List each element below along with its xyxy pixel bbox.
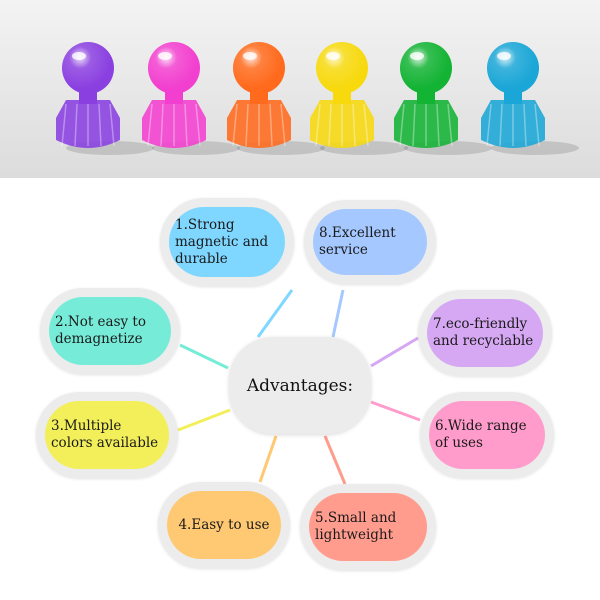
advantage-bubble-5: 5.Small and lightweight <box>300 484 436 570</box>
advantage-bubble-3: 3.Multiple colors available <box>36 392 178 478</box>
advantage-label: 1.Strong magnetic and durable <box>175 216 269 267</box>
blue-push-pin <box>481 42 579 155</box>
connector-line-5 <box>323 435 347 485</box>
advantage-fill: 7.eco-friendly and recyclable <box>427 299 543 367</box>
advantage-fill: 4.Easy to use <box>167 491 281 559</box>
connector-line-8 <box>331 289 345 338</box>
connector-line-6 <box>370 400 421 422</box>
advantage-label: 6.Wide range of uses <box>435 418 527 451</box>
advantage-fill: 3.Multiple colors available <box>45 401 169 469</box>
advantage-label: 5.Small and lightweight <box>315 510 397 543</box>
pink-push-pin <box>142 42 240 155</box>
advantage-bubble-6: 6.Wide range of uses <box>420 392 554 478</box>
advantage-bubble-8: 8.Excellent service <box>304 200 436 284</box>
advantage-bubble-7: 7.eco-friendly and recyclable <box>418 290 552 376</box>
purple-push-pin <box>56 42 154 155</box>
advantage-bubble-1: 1.Strong magnetic and durable <box>160 198 294 286</box>
green-push-pin <box>394 42 492 155</box>
advantage-fill: 6.Wide range of uses <box>429 401 545 469</box>
orange-push-pin <box>227 42 325 155</box>
advantage-fill: 5.Small and lightweight <box>309 493 427 561</box>
connector-line-2 <box>179 343 229 370</box>
advantage-label: 7.eco-friendly and recyclable <box>433 316 534 349</box>
advantage-label: 4.Easy to use <box>178 516 270 533</box>
center-bubble: Advantages: <box>229 337 371 434</box>
advantage-fill: 8.Excellent service <box>313 209 427 275</box>
connector-line-1 <box>256 289 294 338</box>
advantage-label: 3.Multiple colors available <box>51 418 159 451</box>
connector-line-4 <box>258 435 278 483</box>
advantage-bubble-4: 4.Easy to use <box>158 482 290 568</box>
center-label: Advantages: <box>246 375 354 396</box>
advantage-label: 2.Not easy to demagnetize <box>55 314 146 347</box>
yellow-push-pin <box>310 42 408 155</box>
advantage-label: 8.Excellent service <box>319 225 396 258</box>
connector-line-3 <box>177 408 231 432</box>
connector-line-7 <box>370 336 419 368</box>
advantage-fill: 1.Strong magnetic and durable <box>169 207 285 277</box>
push-pins-photo <box>0 0 600 178</box>
advantage-bubble-2: 2.Not easy to demagnetize <box>40 288 180 374</box>
advantage-fill: 2.Not easy to demagnetize <box>49 297 171 365</box>
